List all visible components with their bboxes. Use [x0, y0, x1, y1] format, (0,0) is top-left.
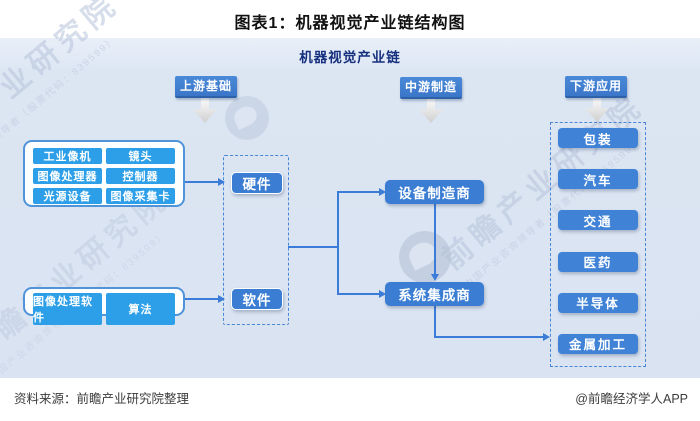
- connector-to-applications: [434, 336, 543, 338]
- connector-integrator-down: [434, 306, 436, 337]
- credit-note: @前瞻经济学人APP: [575, 392, 688, 406]
- page-title: 图表1：机器视觉产业链结构图: [234, 15, 466, 32]
- hardware-software-dashed-box: [223, 155, 289, 325]
- light-source-box: 光源设备: [33, 188, 102, 204]
- source-note: 资料来源：前瞻产业研究院整理: [14, 392, 190, 406]
- stage-label-midstream: 中游制造: [400, 77, 463, 99]
- arrowhead-icon: [218, 295, 225, 303]
- semiconductor-box: 半导体: [558, 292, 638, 313]
- arrowhead-icon: [543, 333, 550, 341]
- equipment-manufacturer-node: 设备制造商: [385, 180, 484, 204]
- connector-branch-vertical: [337, 191, 339, 295]
- software-node: 软件: [231, 288, 283, 310]
- connector-manufacturer-to-integrator: [434, 204, 436, 274]
- arrowhead-icon: [379, 290, 386, 298]
- controller-box: 控制器: [106, 168, 175, 184]
- lens-box: 镜头: [106, 148, 175, 164]
- algorithm-box: 算法: [106, 293, 175, 325]
- diagram-title: 机器视觉产业链: [299, 50, 401, 65]
- connector-to-system-integrator: [338, 293, 379, 295]
- stage-label-upstream: 上游基础: [175, 76, 238, 98]
- image-processing-software-box: 图像处理软件: [33, 293, 102, 325]
- arrowhead-icon: [431, 274, 439, 281]
- image-processor-box: 图像处理器: [33, 168, 102, 184]
- medicine-box: 医药: [558, 251, 638, 272]
- software-components-group: 图像处理软件 算法: [23, 287, 185, 325]
- automotive-box: 汽车: [558, 169, 638, 190]
- stage-label-downstream: 下游应用: [565, 76, 628, 98]
- metal-processing-box: 金属加工: [558, 333, 638, 354]
- industrial-camera-box: 工业像机: [33, 148, 102, 164]
- hardware-node: 硬件: [231, 172, 283, 194]
- arrowhead-icon: [218, 178, 225, 186]
- connector-software-group-to-software: [185, 298, 218, 300]
- system-integrator-node: 系统集成商: [385, 282, 484, 306]
- connector-dashed-box-out: [288, 246, 338, 248]
- frame-grabber-box: 图像采集卡: [106, 188, 175, 204]
- connector-to-equipment-manufacturer: [338, 191, 379, 193]
- traffic-box: 交通: [558, 210, 638, 231]
- applications-dashed-box: 包装 汽车 交通 医药 半导体 金属加工: [550, 122, 646, 367]
- connector-hardware-group-to-hardware: [185, 181, 218, 183]
- arrowhead-icon: [379, 188, 386, 196]
- packaging-box: 包装: [558, 128, 638, 148]
- hardware-components-group: 工业像机 镜头 图像处理器 控制器 光源设备 图像采集卡: [23, 140, 185, 207]
